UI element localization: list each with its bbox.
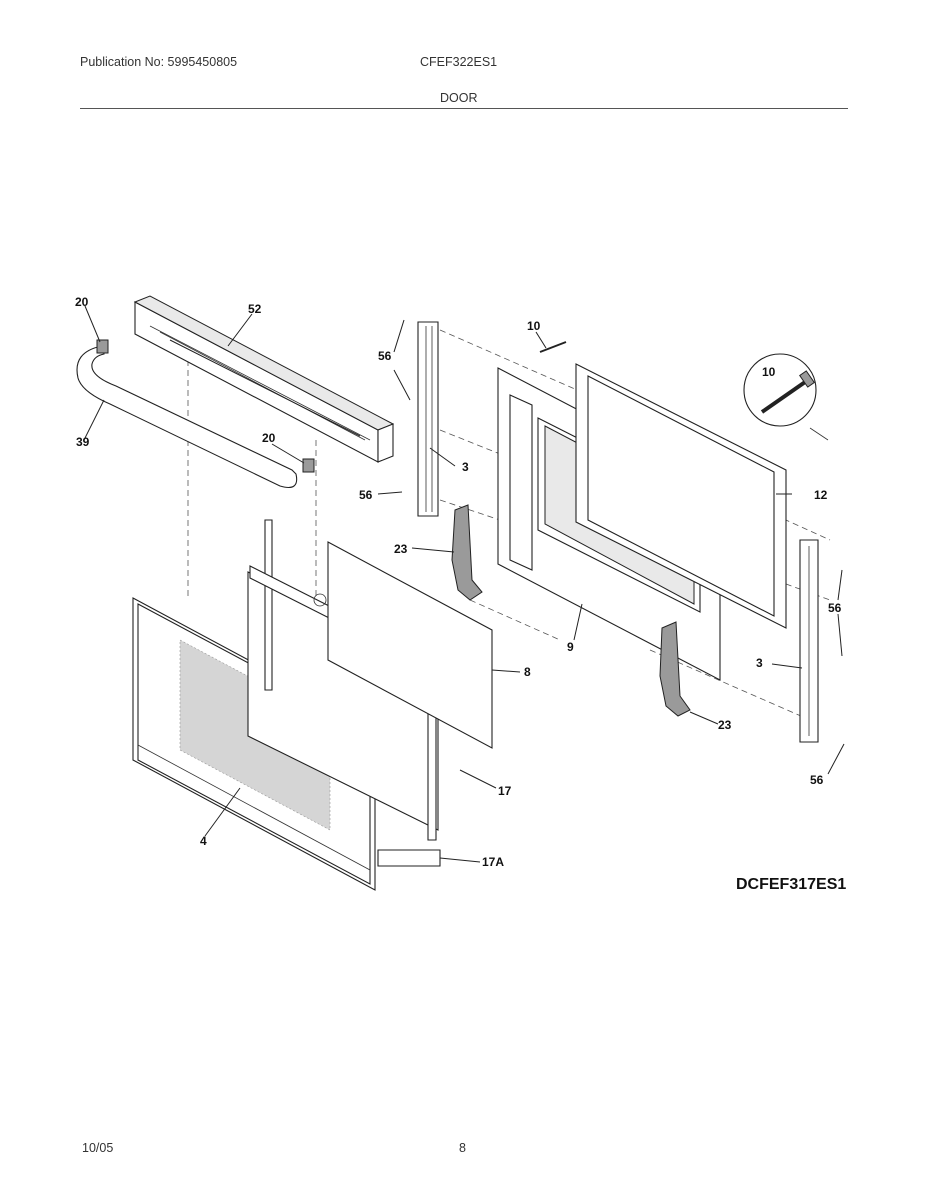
callout-56-screw-bottom: 56 [810,773,824,787]
inner-glass-part-8 [327,541,493,749]
callout-3-channel-right: 3 [756,656,763,670]
callout-52-handle-trim: 52 [248,302,262,316]
callout-23-hinge-left: 23 [394,542,408,556]
footer-date: 10/05 [82,1141,114,1155]
callout-10-screw: 10 [527,319,541,333]
section-title: DOOR [440,91,478,105]
diagram-code: DCFEF317ES1 [736,876,847,893]
page-number: 8 [459,1141,466,1155]
handle-part-39 [76,339,315,489]
screw-part-10 [539,341,567,353]
callout-20-handle-cap-left: 20 [75,295,89,309]
callout-39-handle: 39 [76,435,90,449]
callout-4-outer-panel: 4 [200,834,207,848]
door-channel-part-3-right [799,539,819,743]
callout-8-glass: 8 [524,665,531,679]
header-rule [80,108,848,109]
callout-leaders [84,305,845,863]
publication-number: Publication No: 5995450805 [80,55,238,69]
screw-detail-inset [743,353,829,441]
callout-3-channel-left: 3 [462,460,469,474]
callout-56-screw-right: 56 [828,601,842,615]
callout-9-liner: 9 [567,640,574,654]
callout-23-hinge-right: 23 [718,718,732,732]
hinge-part-23-left [451,504,483,601]
callout-56-screw-lower: 56 [359,488,373,502]
callout-56-screw-upper: 56 [378,349,392,363]
callout-17a-channel: 17A [482,855,504,869]
callout-10-inset: 10 [762,365,776,379]
hinge-part-23-right [659,621,691,717]
callout-20-handle-cap-right: 20 [262,431,276,445]
handle-trim-part-52 [133,295,395,463]
callout-17-frame: 17 [498,784,512,798]
door-gasket-part-12 [575,363,787,629]
model-number: CFEF322ES1 [420,55,498,69]
door-channel-part-3-left [417,321,439,517]
callout-12-gasket: 12 [814,488,828,502]
